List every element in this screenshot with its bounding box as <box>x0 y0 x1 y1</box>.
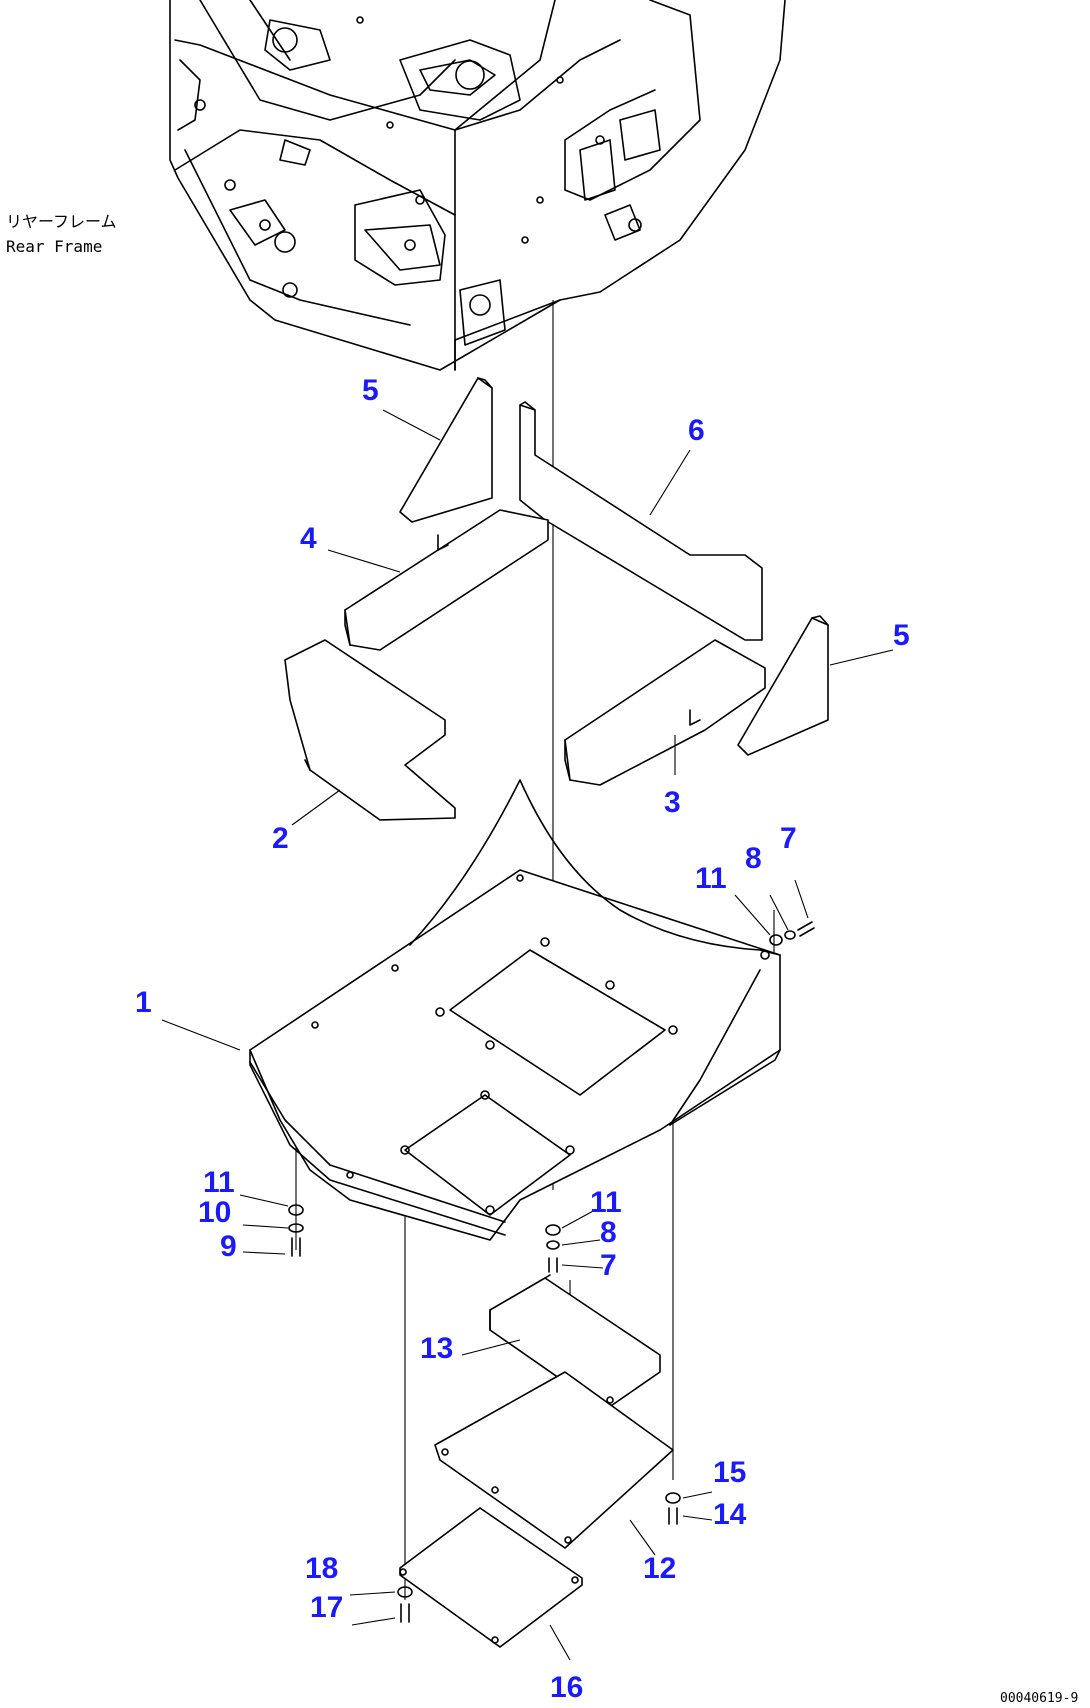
callout-14: 14 <box>713 1498 747 1531</box>
callout-11-right: 11 <box>695 862 727 895</box>
callout-5-left: 5 <box>362 374 379 407</box>
callout-7-right: 7 <box>780 822 797 855</box>
part-4-bar <box>344 509 549 651</box>
rear-frame-label-jp: リヤーフレーム <box>6 212 117 231</box>
callout-18: 18 <box>305 1552 338 1585</box>
part-6-plate <box>519 404 763 641</box>
part-16-cover <box>399 1507 583 1648</box>
document-id: 00040619-9 <box>1000 1691 1078 1706</box>
part-2-plate <box>284 639 456 821</box>
callout-13: 13 <box>420 1332 453 1365</box>
callout-8-right: 8 <box>745 842 762 875</box>
rear-frame <box>169 0 786 371</box>
callout-1: 1 <box>135 986 152 1019</box>
callout-3: 3 <box>664 786 681 819</box>
part-1-undercover <box>249 779 781 1241</box>
callout-4: 4 <box>300 522 317 555</box>
callout-11-center: 11 <box>590 1186 622 1219</box>
callout-5-right: 5 <box>893 619 910 652</box>
part-12-cover <box>434 1371 674 1549</box>
callout-8-center: 8 <box>600 1216 617 1249</box>
callout-11-left: 11 <box>203 1166 235 1199</box>
callout-9: 9 <box>220 1230 237 1263</box>
callout-12: 12 <box>643 1552 676 1585</box>
callout-10: 10 <box>198 1196 231 1229</box>
callout-17: 17 <box>310 1591 343 1624</box>
part-5-left-gusset <box>399 377 493 523</box>
fasteners <box>288 921 815 1623</box>
part-5-right-gusset <box>737 617 829 756</box>
callout-15: 15 <box>713 1456 746 1489</box>
callout-2: 2 <box>272 822 289 855</box>
callout-6: 6 <box>688 414 705 447</box>
leader-lines <box>161 409 894 1661</box>
callout-7-center: 7 <box>600 1249 617 1282</box>
part-3-bar <box>564 639 766 786</box>
rear-frame-label-en: Rear Frame <box>6 237 102 256</box>
callout-16: 16 <box>550 1671 583 1704</box>
